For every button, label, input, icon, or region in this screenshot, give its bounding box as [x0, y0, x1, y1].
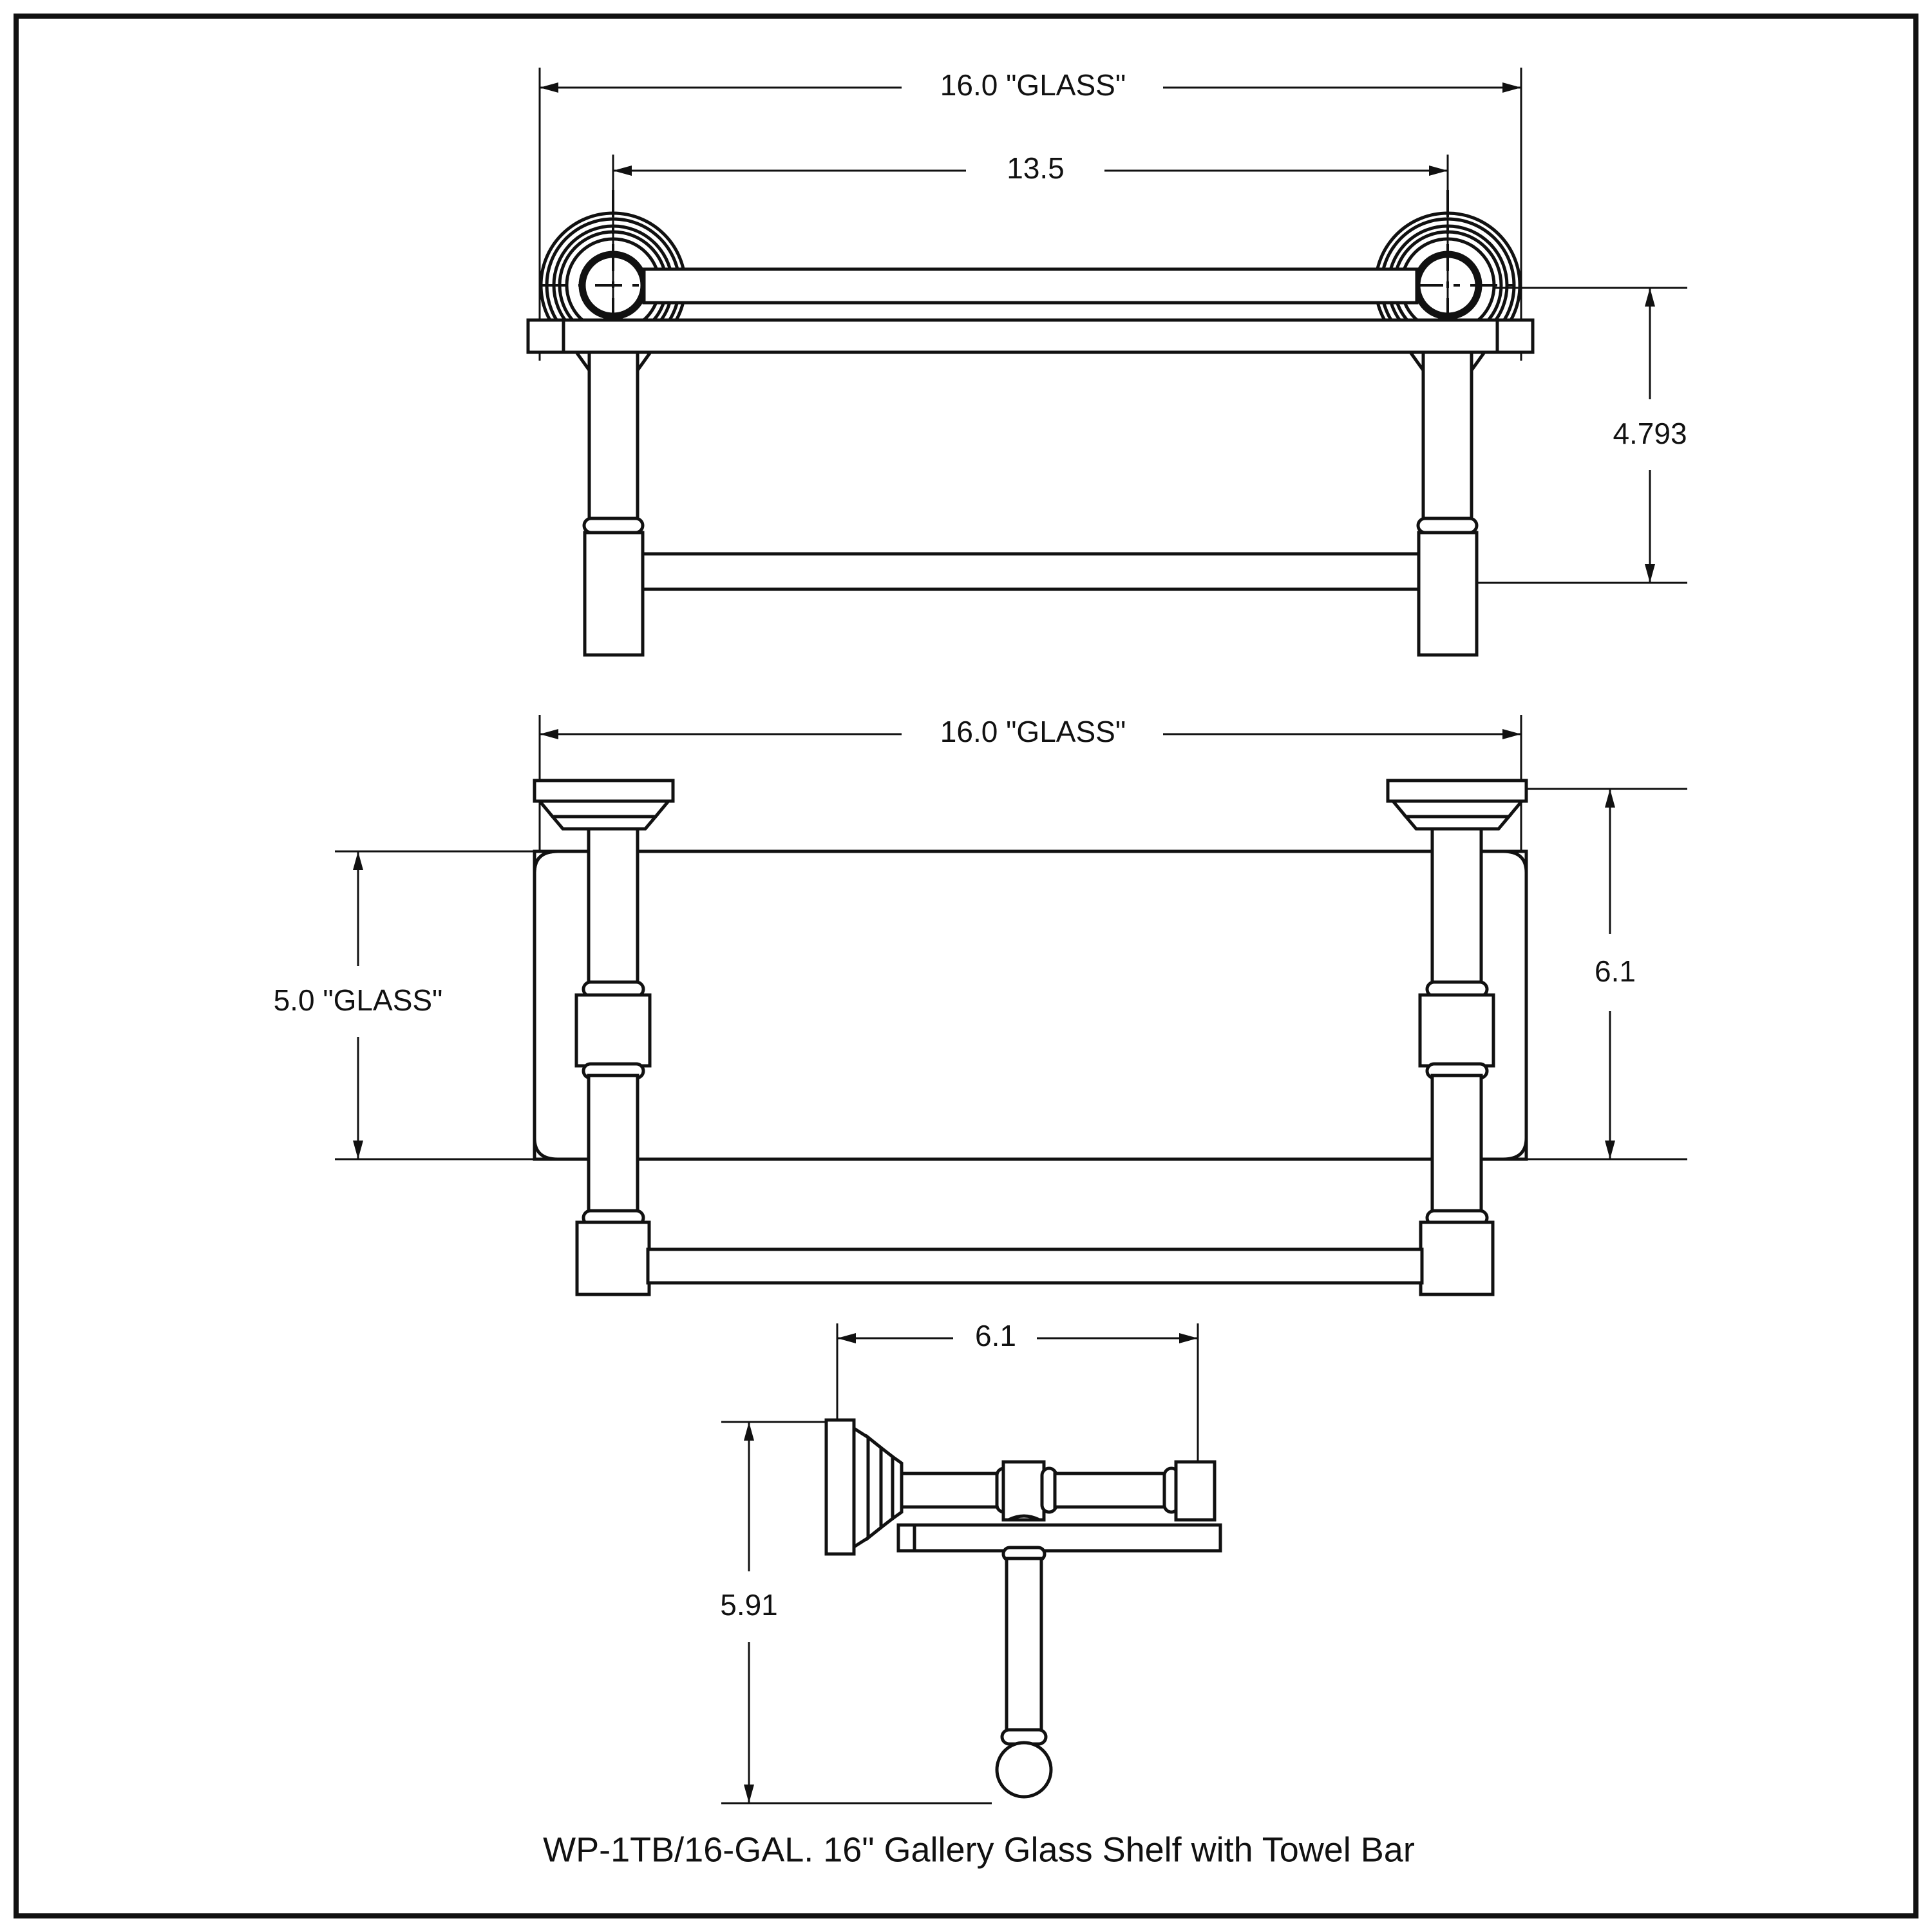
- plan-glass-depth-extensions: [335, 850, 535, 1160]
- front-overall-height-extensions: [1475, 287, 1687, 584]
- side-shelf-plate: [896, 1523, 1222, 1553]
- side-view: [721, 1323, 1222, 1804]
- front-view: [526, 68, 1687, 657]
- side-wall-plate: [824, 1418, 904, 1556]
- side-height-label: 5.91: [720, 1588, 778, 1622]
- right-plan-post-upper: [1430, 827, 1483, 992]
- left-mount-cap: [533, 779, 675, 831]
- side-post-shaft: [1005, 1557, 1043, 1734]
- side-end-cap: [1174, 1460, 1217, 1522]
- front-mounting-centers-label: 13.5: [1007, 151, 1065, 185]
- plan-overall-depth-label: 6.1: [1595, 954, 1636, 988]
- side-height-extensions: [721, 1421, 992, 1804]
- left-plan-post-upper: [587, 827, 639, 992]
- drawing-border: [14, 14, 1918, 1918]
- right-towel-bar-block: [1417, 531, 1479, 657]
- right-plan-post-lower: [1430, 1074, 1483, 1220]
- glass-panel: [533, 849, 1528, 1161]
- plan-overall-width-label: 16.0 "GLASS": [940, 715, 1126, 748]
- plan-overall-depth-extensions: [1501, 788, 1687, 1160]
- right-plan-post-collar: [1418, 993, 1495, 1068]
- glass-panel-outline: [533, 849, 1528, 1161]
- side-center-block: [1001, 1460, 1046, 1522]
- right-post-collar-ring: [1416, 516, 1479, 535]
- side-projection-label: 6.1: [975, 1319, 1016, 1352]
- plan-towel-bar: [646, 1247, 1424, 1285]
- right-mount-cap: [1386, 779, 1528, 831]
- left-post-collar-ring: [582, 516, 645, 535]
- front-overall-height-label: 4.793: [1613, 417, 1687, 450]
- right-post-shaft: [1421, 350, 1473, 522]
- side-center-block-base: [1007, 1514, 1041, 1522]
- side-arm-right: [1053, 1472, 1170, 1509]
- front-overall-width-label: 16.0 "GLASS": [940, 68, 1126, 102]
- shelf-plate: [526, 318, 1535, 354]
- left-post-shaft: [587, 350, 639, 522]
- left-plan-base-block: [575, 1220, 651, 1296]
- right-plan-base-block: [1419, 1220, 1495, 1296]
- left-plan-post-lower: [587, 1074, 639, 1220]
- gallery-rail: [642, 267, 1419, 305]
- side-arm-left: [900, 1472, 1001, 1509]
- towel-bar: [641, 552, 1421, 591]
- side-ball-finial: [995, 1741, 1053, 1799]
- side-projection-extensions: [836, 1323, 1199, 1468]
- drawing-title-caption: WP-1TB/16-GAL. 16" Gallery Glass Shelf w…: [543, 1830, 1415, 1869]
- plan-view: [335, 715, 1687, 1296]
- left-towel-bar-block: [583, 531, 645, 657]
- front-overall-width-extensions: [538, 68, 1522, 361]
- left-plan-post-collar: [574, 993, 652, 1068]
- plan-glass-depth-label: 5.0 "GLASS": [274, 983, 443, 1017]
